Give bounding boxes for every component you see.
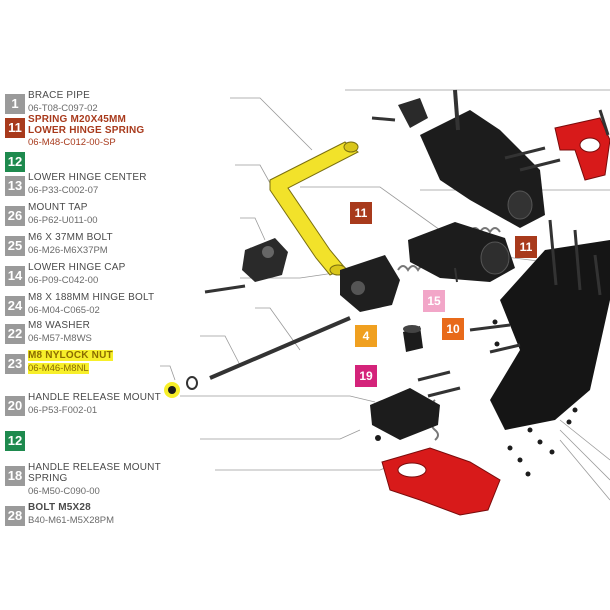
part-code: 06-M26-M6X37PM bbox=[28, 245, 108, 256]
hinge-cap-part bbox=[340, 255, 400, 312]
callout-badge-4: 4 bbox=[355, 325, 377, 347]
part-code: 06-T08-C097-02 bbox=[28, 103, 98, 114]
part-number-badge: 20 bbox=[5, 396, 25, 416]
part-number-badge: 13 bbox=[5, 176, 25, 196]
legend-item-12-b: 12 bbox=[5, 425, 305, 463]
part-title: HANDLE RELEASE MOUNT bbox=[28, 392, 161, 403]
part-title: M8 NYLOCK NUT bbox=[28, 350, 113, 361]
callout-badge-19: 19 bbox=[355, 365, 377, 387]
part-title: M8 WASHER bbox=[28, 320, 90, 331]
lower-hinge-center-part bbox=[408, 222, 515, 282]
part-title: SPRING M20x45mm bbox=[28, 114, 127, 125]
part-code: 06-P33-C002-07 bbox=[28, 185, 99, 196]
part-title: BOLT M5X28 bbox=[28, 502, 91, 513]
part-code: B40-M61-M5X28PM bbox=[28, 515, 115, 526]
legend-item-bolt-m5x28: 28 BOLT M5X28 B40-M61-M5X28PM bbox=[5, 500, 305, 538]
part-title-line2: SPRING bbox=[28, 473, 68, 484]
legend-item-m8-nylock-nut: 23 M8 NYLOCK NUT 06-M46-M8NL bbox=[5, 348, 305, 386]
part-number-badge: 18 bbox=[5, 466, 25, 486]
part-code: 06-P09-C042-00 bbox=[28, 275, 99, 286]
part-number-badge: 12 bbox=[5, 431, 25, 451]
callout-badge-11-left: 11 bbox=[350, 202, 372, 224]
part-number-badge: 25 bbox=[5, 236, 25, 256]
part-code: 06-P53-F002-01 bbox=[28, 405, 98, 416]
nylock-nut-part bbox=[164, 382, 180, 398]
handle-release-mount-part bbox=[370, 388, 440, 440]
part-title: M8 X 188mm HINGE BOLT bbox=[28, 292, 155, 303]
small-screw-part bbox=[454, 267, 458, 283]
part-code: 06-M57-M8WS bbox=[28, 333, 92, 344]
frame-plate-part bbox=[469, 219, 610, 430]
part-title: LOWER HINGE CENTER bbox=[28, 172, 147, 183]
small-nuts-group bbox=[375, 319, 578, 477]
legend-item-m6-bolt: 25 M6 X 37mm BOLT 06-M26-M6X37PM bbox=[5, 230, 305, 268]
legend-item-handle-release-mount-spring: 18 HANDLE RELEASE MOUNT SPRING 06-M50-C0… bbox=[5, 460, 305, 504]
red-handle-lower-part bbox=[381, 447, 501, 516]
part-code: 06-M48-C012-00-SP bbox=[28, 137, 116, 148]
legend-item-hinge-bolt: 24 M8 X 188mm HINGE BOLT 06-M04-C065-02 bbox=[5, 290, 305, 328]
legend-item-lower-hinge-cap: 14 LOWER HINGE CAP 06-P09-C042-00 bbox=[5, 260, 305, 298]
part-code: 06-M46-M8NL bbox=[28, 363, 89, 374]
part-number-badge: 24 bbox=[5, 296, 25, 316]
m6-bolt-part bbox=[204, 284, 246, 294]
part-number-badge: 28 bbox=[5, 506, 25, 526]
part-code: 06-M50-C090-00 bbox=[28, 486, 100, 497]
part-code: 06-P62-U011-00 bbox=[28, 215, 98, 226]
part-title: MOUNT TAP bbox=[28, 202, 88, 213]
upper-hinge-part bbox=[371, 89, 561, 228]
part-title: HANDLE RELEASE MOUNT bbox=[28, 462, 161, 473]
mount-tap-part bbox=[242, 238, 288, 282]
part-number-badge: 11 bbox=[5, 118, 25, 138]
washer-part bbox=[186, 376, 198, 390]
legend-item-mount-tap: 26 MOUNT TAP 06-P62-U011-00 bbox=[5, 200, 305, 238]
red-handle-upper-part bbox=[554, 117, 610, 181]
hinge-bolt-part bbox=[209, 316, 351, 380]
legend-item-lower-hinge-center: 13 LOWER HINGE CENTER 06-P33-C002-07 bbox=[5, 170, 305, 208]
part-title: LOWER HINGE CAP bbox=[28, 262, 126, 273]
part-title: BRACE PIPE bbox=[28, 90, 91, 101]
legend-item-brace-pipe: 1 BRACE PIPE 06-T08-C097-02 bbox=[5, 88, 305, 126]
bolt-part-b bbox=[427, 386, 461, 398]
handle-bolt-part bbox=[598, 109, 610, 136]
legend-item-handle-release-mount: 20 HANDLE RELEASE MOUNT 06-P53-F002-01 bbox=[5, 390, 305, 428]
callout-badge-11-right: 11 bbox=[515, 236, 537, 258]
legend-item-m8-washer: 22 M8 WASHER 06-M57-M8WS bbox=[5, 318, 305, 356]
callout-badge-10: 10 bbox=[442, 318, 464, 340]
part-code: 06-M04-C065-02 bbox=[28, 305, 100, 316]
bushing-part bbox=[403, 325, 423, 352]
part-number-badge: 12 bbox=[5, 152, 25, 172]
part-title: M6 X 37mm BOLT bbox=[28, 232, 113, 243]
part-number-badge: 23 bbox=[5, 354, 25, 374]
legend-item-lower-hinge-spring: 11 SPRING M20x45mm LOWER HINGE SPRING 06… bbox=[5, 112, 305, 154]
part-number-badge: 1 bbox=[5, 94, 25, 114]
part-number-badge: 26 bbox=[5, 206, 25, 226]
part-title-line2: LOWER HINGE SPRING bbox=[28, 125, 145, 136]
legend-item-12-a: 12 bbox=[5, 146, 305, 184]
callout-badge-15: 15 bbox=[423, 290, 445, 312]
bolt-part-a bbox=[417, 370, 451, 382]
part-number-badge: 14 bbox=[5, 266, 25, 286]
part-number-badge: 22 bbox=[5, 324, 25, 344]
